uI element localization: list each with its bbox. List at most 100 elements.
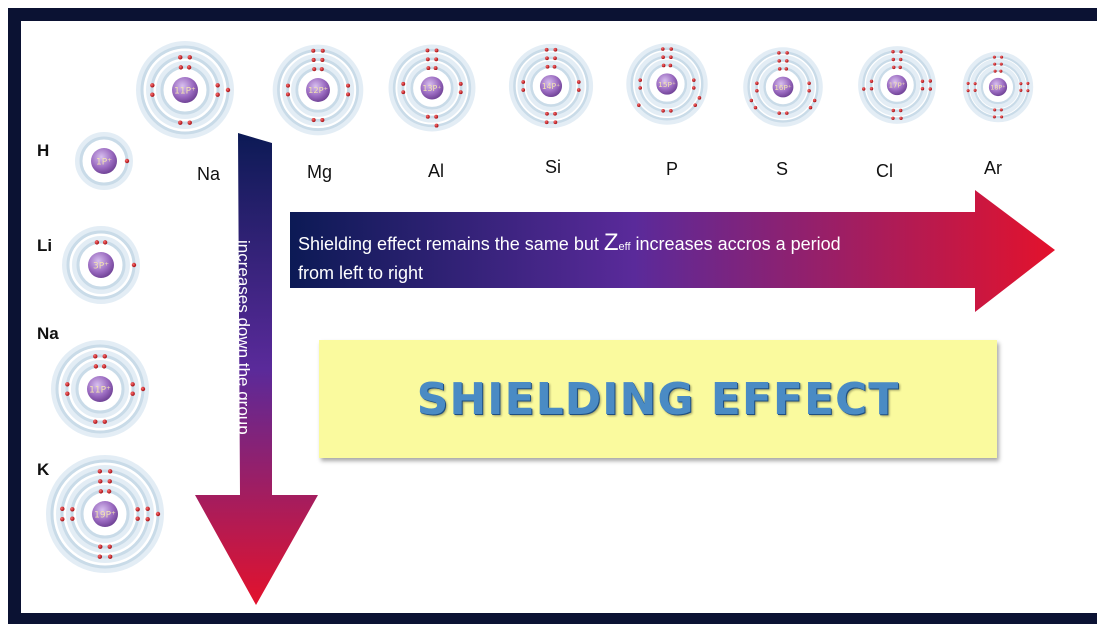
electron	[898, 65, 902, 70]
electron	[70, 516, 75, 521]
shell-glow	[858, 46, 936, 124]
group-arrow	[195, 133, 318, 605]
electron	[102, 354, 107, 359]
shell-glow	[136, 41, 234, 139]
electron	[285, 83, 290, 88]
electron	[65, 382, 70, 387]
electron-shell	[80, 489, 130, 539]
shell-glow	[969, 58, 1027, 116]
nucleus-label: 13P⁺	[422, 84, 441, 93]
electron-shell	[973, 62, 1023, 112]
nucleus-label: 12P⁺	[308, 85, 328, 95]
electron	[458, 90, 463, 95]
electron-shell	[521, 56, 581, 116]
electron	[661, 108, 665, 113]
electron	[434, 57, 439, 62]
electron	[155, 511, 161, 517]
electron	[544, 47, 549, 52]
shell-glow	[272, 44, 364, 136]
electron	[812, 98, 817, 103]
element-label-s: S	[776, 159, 789, 179]
element-label-al: Al	[428, 161, 445, 181]
electron	[101, 364, 107, 369]
electron	[920, 86, 925, 91]
electron	[553, 120, 558, 125]
electron	[425, 114, 430, 119]
electron	[553, 56, 557, 61]
nucleus-label: 17P⁺	[889, 81, 906, 90]
electron	[755, 81, 759, 85]
electron	[70, 507, 75, 512]
electron	[346, 92, 351, 97]
electron-shell	[286, 58, 350, 122]
electron	[552, 64, 557, 69]
shell-glow	[525, 60, 577, 112]
electron	[434, 123, 439, 128]
electron	[576, 88, 581, 92]
electron	[426, 66, 431, 71]
nucleus	[772, 76, 794, 98]
electron	[215, 83, 220, 88]
nucleus-label: 15P⁺	[658, 80, 676, 89]
electron	[521, 80, 526, 84]
electron	[94, 240, 100, 245]
electron	[973, 82, 977, 86]
electron	[311, 118, 316, 123]
nucleus-label: 11P⁺	[89, 386, 111, 396]
electron-shell	[401, 57, 463, 119]
electron	[993, 108, 997, 112]
electron	[107, 469, 113, 474]
electron-shell	[60, 469, 150, 559]
electron	[93, 354, 98, 359]
shell-glow	[388, 44, 476, 132]
electron	[749, 98, 754, 103]
electron	[668, 63, 673, 68]
electron	[691, 78, 696, 82]
element-label-na-group: Na	[37, 324, 59, 343]
shell-glow	[517, 52, 585, 120]
electron	[135, 507, 140, 512]
nucleus-label: 18P⁺	[990, 84, 1005, 91]
electron	[107, 479, 112, 484]
electron	[869, 86, 874, 91]
atom-p: 15P⁺	[626, 43, 708, 125]
shell-glow	[66, 475, 144, 553]
electron	[576, 80, 581, 84]
element-label-mg: Mg	[307, 162, 333, 182]
electron-shell	[877, 65, 917, 105]
atom-group-h: 1P⁺	[75, 132, 133, 190]
electron	[777, 59, 781, 63]
electron	[891, 57, 896, 62]
electron	[755, 89, 759, 93]
shell-glow	[51, 340, 149, 438]
atom-si: 14P⁺	[508, 43, 594, 129]
electron	[1026, 81, 1030, 85]
electron	[425, 48, 430, 53]
electron	[999, 62, 1003, 66]
electron	[102, 419, 107, 424]
shell-glow	[642, 59, 692, 109]
atom-cl: 17P⁺	[858, 46, 936, 124]
electron-shell	[75, 364, 125, 414]
nucleus-label: 19P⁺	[94, 511, 116, 521]
electron	[434, 114, 439, 119]
electron-shell	[862, 50, 932, 120]
electron	[553, 111, 557, 116]
electron	[320, 118, 325, 123]
element-label-h: H	[37, 141, 50, 160]
electron	[93, 364, 99, 369]
electron	[807, 81, 811, 85]
electron	[966, 89, 970, 93]
zeff-symbol: Zeff	[603, 229, 631, 256]
electron	[93, 419, 98, 424]
electron	[808, 105, 813, 110]
electron	[892, 65, 896, 70]
electron-shell	[980, 69, 1016, 105]
electron	[638, 86, 643, 90]
shell-glow	[46, 455, 164, 573]
electron	[311, 57, 316, 62]
electron	[1019, 88, 1023, 92]
atom-group-li: 3P⁺	[62, 226, 140, 304]
period-text-part1: Shielding effect remains the same but	[298, 234, 604, 254]
electron	[178, 65, 184, 70]
